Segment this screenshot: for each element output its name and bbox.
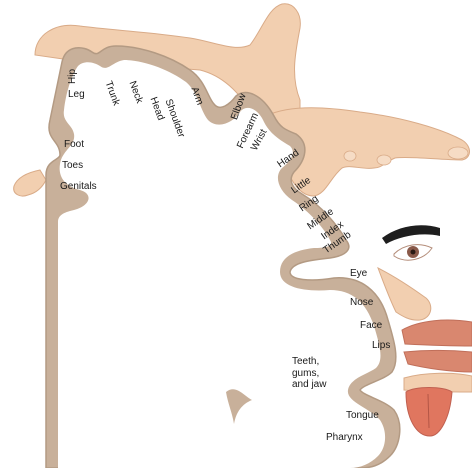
label-face: Face [360,321,382,331]
label-eye: Eye [350,269,367,279]
label-pharynx: Pharynx [326,433,363,443]
label-nose: Nose [350,298,373,308]
label-tongue: Tongue [346,411,379,421]
label-toes: Toes [62,161,83,171]
lips-illustration [402,320,472,372]
label-leg: Leg [68,90,85,100]
tongue-illustration [404,373,472,436]
label-teeth-gums-jaw: Teeth, gums, and jaw [292,356,326,391]
label-foot: Foot [64,140,84,150]
label-hip: Hip [68,69,78,84]
cortex-band [46,46,400,468]
label-lips: Lips [372,341,390,351]
eye-illustration [382,225,440,260]
label-genitals: Genitals [60,182,97,192]
